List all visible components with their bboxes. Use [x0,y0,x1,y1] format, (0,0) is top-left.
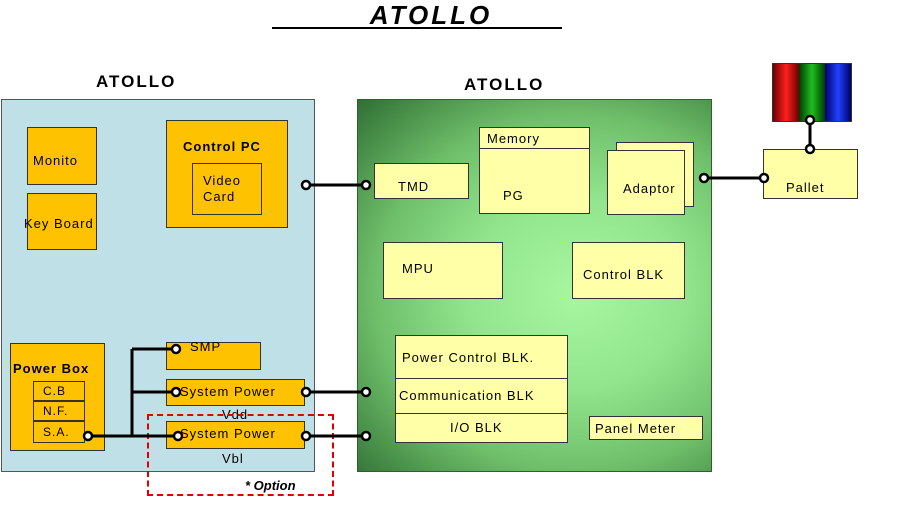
video-card-label: Video Card [203,173,242,204]
page-title: ATOLLO [369,0,493,30]
tmd-label: TMD [398,179,430,194]
io-blk-label: I/O BLK [450,420,503,435]
cb-box: C.B [33,381,85,401]
monitor-box: Monito [27,127,97,185]
connector-dot [300,386,312,398]
control-pc-label: Control PC [183,139,261,154]
system-power-vdd-label: System Power [180,384,276,399]
panel-meter-label: Panel Meter [595,421,677,436]
smp-label: SMP [190,339,222,354]
adaptor-label: Adaptor [623,181,676,196]
tmd-box: TMD [374,163,469,199]
nf-box: N.F. [33,401,85,421]
blue-bar [825,64,851,121]
monitor-label: Monito [33,153,79,168]
communication-blk-box: Communication BLK [395,378,568,414]
connector-dot [360,430,372,442]
keyboard-label: Key Board [24,216,94,231]
adaptor-box: Adaptor [607,150,685,215]
rgb-color-bars [772,63,852,122]
cb-label: C.B [43,384,67,398]
nf-label: N.F. [43,404,69,418]
system-power-vdd-box: System Power [166,379,305,406]
pg-box: PG [479,148,590,214]
connector-dot [360,386,372,398]
mpu-box: MPU [383,242,503,299]
red-bar [773,64,799,121]
control-pc-box: Control PC Video Card [166,120,288,228]
connector-dot [172,430,184,442]
connector-dot [804,114,816,126]
power-control-blk-box: Power Control BLK. [395,335,568,379]
connector-dot [804,143,816,155]
keyboard-box: Key Board [24,193,97,250]
memory-label: Memory [487,131,540,146]
video-card-box: Video Card [192,163,262,215]
memory-box: Memory [479,127,590,149]
connector-dot [300,179,312,191]
mpu-label: MPU [402,261,434,276]
option-region [147,414,334,496]
connector-dot [300,430,312,442]
connector-dot [360,179,372,191]
sa-box: S.A. [33,421,85,443]
io-blk-box: I/O BLK [395,413,568,443]
left-system-heading: ATOLLO [96,72,177,91]
right-system-heading: ATOLLO [464,75,545,94]
sa-label: S.A. [43,425,70,439]
green-bar [799,64,825,121]
connector-dot [698,172,710,184]
power-control-blk-label: Power Control BLK. [402,350,535,365]
connector-dot [758,172,770,184]
title-underline [272,27,562,29]
communication-blk-label: Communication BLK [399,388,535,403]
connector-dot [170,386,182,398]
power-box-label: Power Box [13,361,90,376]
pallet-label: Pallet [786,180,825,195]
panel-meter-box: Panel Meter [589,416,703,440]
option-label: * Option [245,478,296,493]
connector-dot [82,430,94,442]
smp-box: SMP [166,339,261,370]
system-power-vbl-label: System Power [180,426,276,441]
pg-label: PG [503,188,524,203]
control-blk-label: Control BLK [583,267,665,282]
connector-dot [170,343,182,355]
vbl-label: Vbl [222,451,244,466]
control-blk-box: Control BLK [572,242,685,299]
